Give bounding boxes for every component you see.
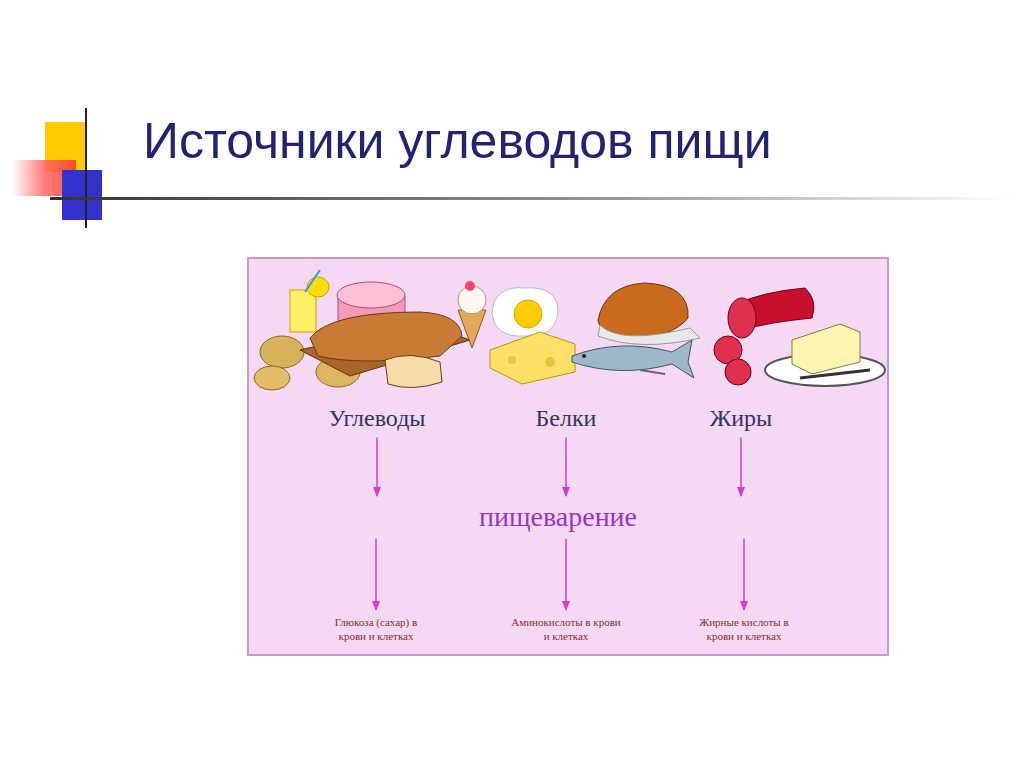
cake-top: [337, 282, 405, 308]
cone-icon: [458, 310, 486, 348]
cheese-icon: [490, 332, 575, 384]
node-text: Жиры: [710, 405, 772, 431]
flow-arrow: [376, 437, 378, 496]
cherry-icon: [465, 281, 475, 291]
flow-arrow: [565, 539, 567, 610]
nutrient-label: Белки: [532, 403, 601, 433]
title-rule: [50, 197, 1010, 200]
deco-line: [85, 108, 87, 228]
slide-title: Источники углеводов пищи: [143, 112, 772, 170]
bread-icon: [310, 312, 462, 361]
yolk-icon: [514, 300, 542, 328]
nutrient-label: Углеводы: [325, 403, 430, 433]
sausage-cut: [728, 298, 756, 338]
flow-arrow: [743, 539, 745, 610]
plate-icon: [598, 325, 700, 345]
fish-icon: [572, 340, 694, 378]
flow-arrow: [740, 437, 742, 496]
node-text: Аминокислоты в крови и клетках: [510, 616, 622, 644]
diagram-panel: [248, 258, 888, 655]
cheese-hole: [545, 357, 555, 367]
result-label: Глюкоза (сахар) в крови и клетках: [316, 614, 436, 646]
result-label: Аминокислоты в крови и клетках: [506, 614, 626, 646]
sausage-slice: [725, 359, 751, 385]
node-text: Углеводы: [329, 405, 426, 431]
butter-icon: [792, 324, 860, 374]
straw-icon: [305, 270, 320, 292]
node-text: Жирные кислоты в крови и клетках: [688, 616, 800, 644]
node-text: Глюкоза (сахар) в крови и клетках: [320, 616, 432, 644]
flow-arrow: [375, 539, 377, 610]
potato-icon: [260, 336, 304, 368]
glass-icon: [290, 290, 316, 332]
node-text: пищеварение: [298, 502, 818, 533]
lemon-icon: [307, 277, 329, 297]
fork-icon: [640, 370, 665, 374]
bread-slice: [385, 355, 442, 387]
nutrient-label: Жиры: [706, 403, 776, 433]
deco-square: [62, 170, 102, 220]
process-label: пищеварение: [294, 500, 822, 535]
flow-arrow: [565, 437, 567, 496]
chicken-icon: [598, 283, 688, 338]
cheese-hole: [508, 356, 516, 364]
egg-icon: [492, 288, 558, 336]
fish-eye: [582, 354, 586, 358]
result-label: Жирные кислоты в крови и клетках: [684, 614, 804, 646]
knife-icon: [800, 370, 870, 378]
potato-icon: [254, 366, 290, 390]
node-text: Белки: [536, 405, 597, 431]
